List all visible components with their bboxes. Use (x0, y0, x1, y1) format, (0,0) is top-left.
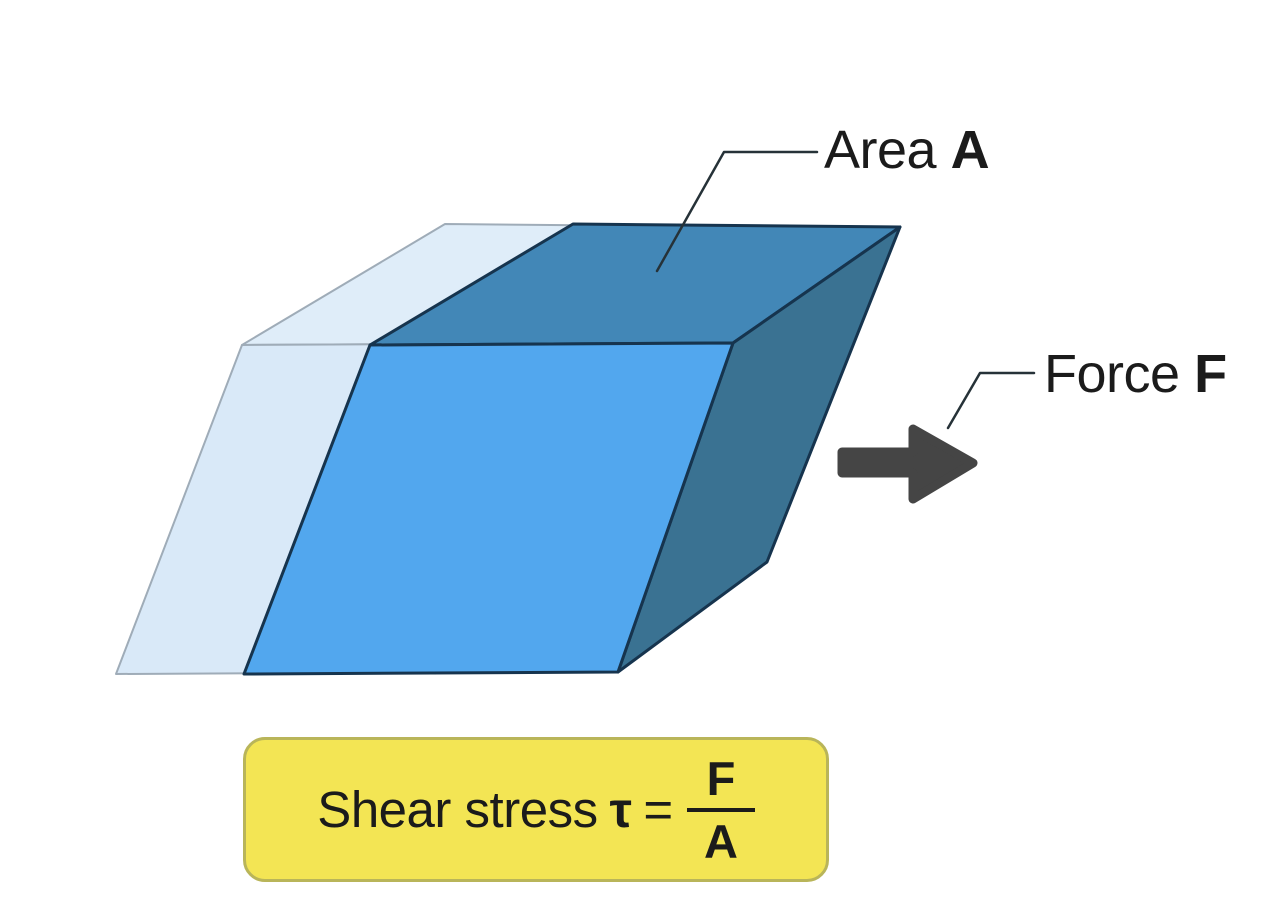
area-leader-line (655, 150, 819, 273)
area-label: Area A (824, 120, 990, 180)
force-label-symbol: F (1194, 344, 1227, 404)
fraction-numerator: F (706, 751, 736, 805)
fraction-denominator: A (703, 814, 738, 868)
fraction: F A (686, 751, 755, 869)
force-label: Force F (1044, 346, 1227, 403)
equals-sign: = (643, 781, 673, 838)
force-label-text: Force (1044, 344, 1180, 404)
area-label-symbol: A (950, 120, 990, 180)
force-leader-line (946, 371, 1036, 430)
area-label-text: Area (824, 120, 937, 180)
formula-label: Shear stress (317, 781, 598, 838)
formula: Shear stress τ = F A (317, 751, 755, 869)
block-front-face (242, 341, 735, 676)
force-arrow-icon (837, 424, 978, 504)
formula-box: Shear stress τ = F A (243, 737, 829, 882)
tau-symbol: τ (609, 781, 632, 838)
fraction-bar (686, 807, 755, 812)
